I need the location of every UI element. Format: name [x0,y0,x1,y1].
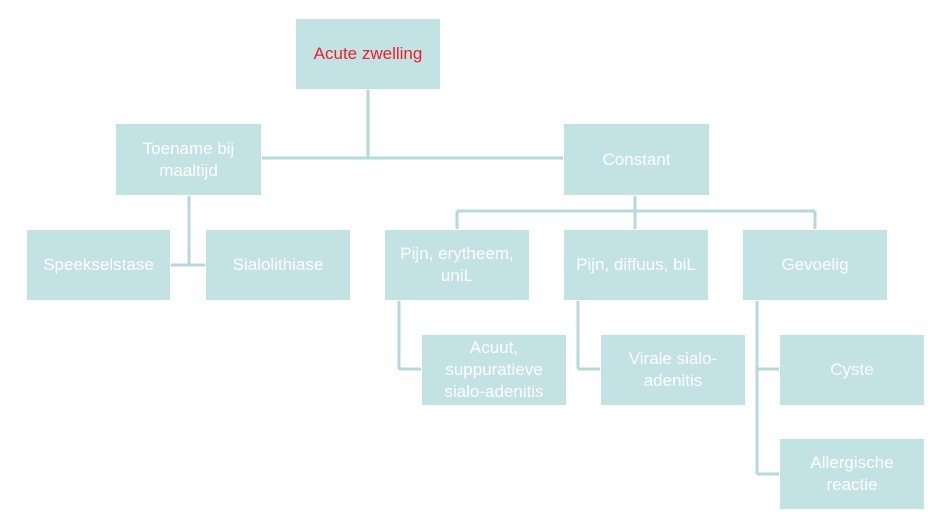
node-cyste: Cyste [779,334,925,406]
node-acute-zwelling: Acute zwelling [295,18,441,90]
node-acute-zwelling-label: Acute zwelling [313,44,423,63]
node-virale-label: Virale sialo-adenitis [628,349,718,390]
node-allergische-reactie: Allergische reactie [779,438,925,510]
node-pijn-diffuus-bil-label: Pijn, diffuus, biL [576,255,696,274]
node-sialolithiase: Sialolithiase [205,229,351,301]
node-allergische-reactie-label: Allergische reactie [810,453,894,494]
node-speekselstase-label: Speekselstase [43,255,154,274]
node-acuut-suppuratieve-sialo-adenitis: Acuut, suppuratieve sialo-adenitis [421,334,567,406]
node-acuut-label: Acuut, suppuratieve sialo-adenitis [444,338,544,401]
node-constant: Constant [563,123,710,196]
node-virale-sialo-adenitis: Virale sialo-adenitis [600,334,746,406]
node-constant-label: Constant [602,149,671,169]
node-cyste-label: Cyste [830,360,874,379]
node-gevoelig: Gevoelig [742,229,888,301]
node-sialolithiase-label: Sialolithiase [232,255,324,274]
node-pijn-diffuus-bil: Pijn, diffuus, biL [563,229,709,301]
node-gevoelig-label: Gevoelig [781,255,849,274]
node-speekselstase: Speekselstase [26,229,171,301]
node-pijn-erytheem-unil-label: Pijn, erytheem, uniL [400,244,514,285]
node-toename-bij-maaltijd-label: Toename bij maaltijd [142,138,235,180]
node-pijn-erytheem-unil: Pijn, erytheem, uniL [384,229,530,301]
node-toename-bij-maaltijd: Toename bij maaltijd [115,123,262,196]
